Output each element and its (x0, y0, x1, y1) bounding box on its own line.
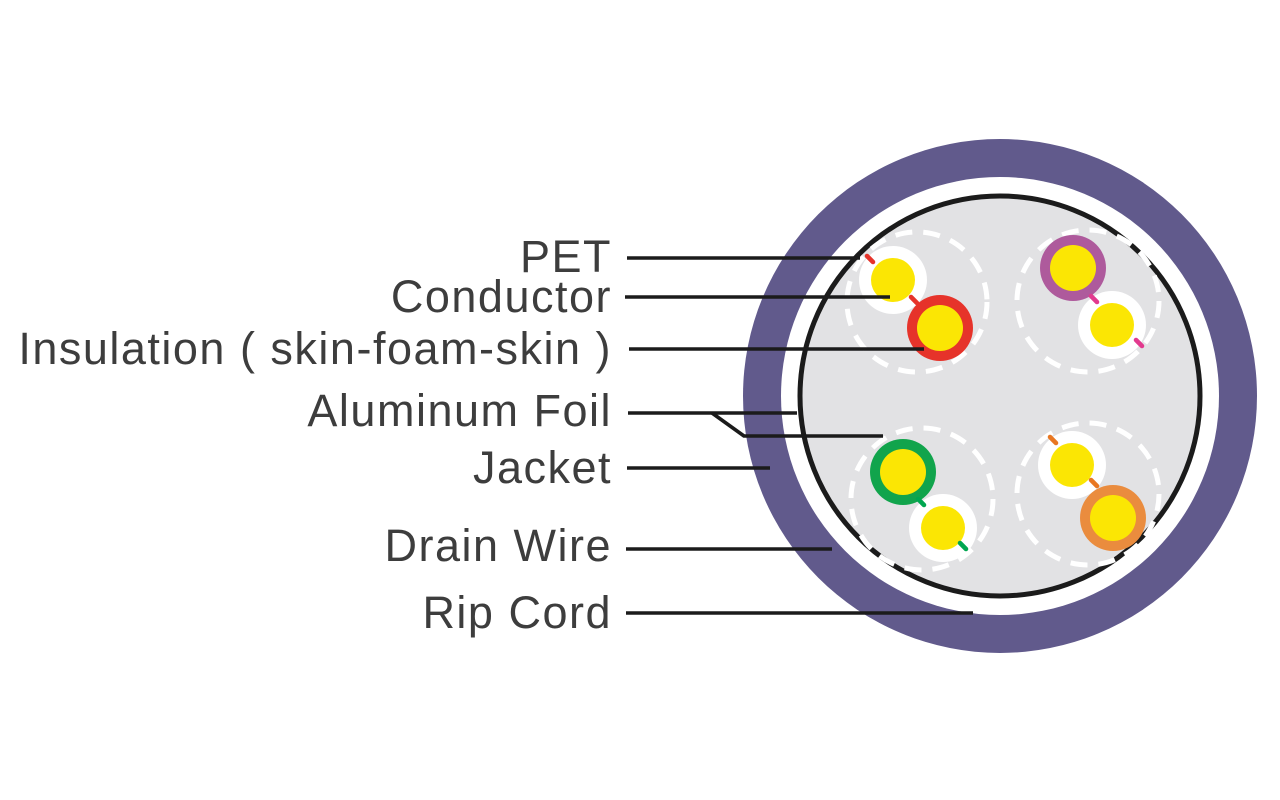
wire-pair-top-left (844, 229, 990, 375)
pair-color-tick (1133, 337, 1145, 349)
pair-color-tick (1088, 293, 1100, 305)
conductor-core (1090, 495, 1136, 541)
wire-pair-bottom-left (848, 425, 996, 573)
pair-wrap-dashed-circle (1014, 420, 1162, 568)
label-rip-cord: Rip Cord (422, 587, 612, 638)
label-drain-wire: Drain Wire (384, 520, 612, 571)
conductor-core (880, 449, 926, 495)
pair-wrap-dashed-circle (1014, 227, 1162, 375)
label-pet: PET (519, 231, 612, 282)
wire-pair-bottom-right (1014, 420, 1162, 568)
pair-color-tick (1088, 477, 1100, 489)
label-conductor: Conductor (390, 271, 612, 322)
conductor-core (1050, 443, 1094, 487)
wire-pair-top-right (1014, 227, 1162, 375)
pair-color-tick (864, 253, 876, 265)
label-jacket: Jacket (472, 442, 612, 493)
conductor-core (871, 258, 915, 302)
leader-line-aluminum-foil-lower (710, 411, 883, 438)
leader-lines (625, 256, 973, 615)
pair-color-tick (915, 496, 927, 508)
conductor-core (921, 506, 965, 550)
label-insulation: Insulation ( skin-foam-skin ) (18, 323, 612, 374)
pair-color-tick (957, 540, 969, 552)
conductor-core (1050, 245, 1096, 291)
label-aluminum-foil: Aluminum Foil (307, 385, 612, 436)
pair-color-tick (908, 294, 920, 306)
pair-wrap-dashed-circle (848, 425, 996, 573)
pair-color-tick (1047, 434, 1059, 446)
conductor-core (917, 305, 963, 351)
conductor-core (1090, 303, 1134, 347)
pair-wrap-dashed-circle (844, 229, 990, 375)
